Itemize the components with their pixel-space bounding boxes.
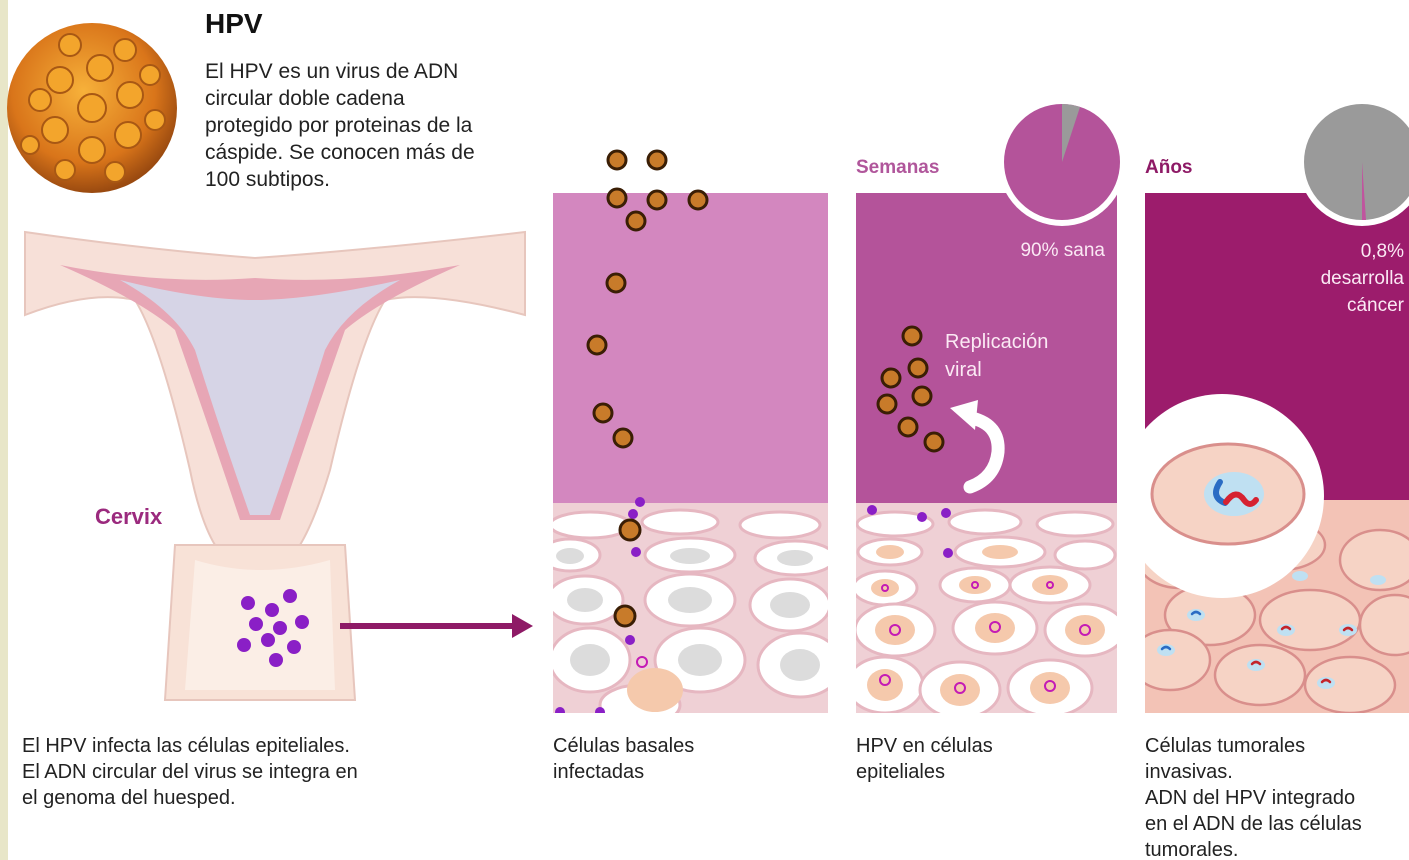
arrow-right-icon xyxy=(340,614,533,638)
cancer-percentage-label: 0,8% desarrolla cáncer xyxy=(1270,238,1404,319)
caption-tumoral: Células tumorales invasivas. ADN del HPV… xyxy=(1145,733,1409,860)
page-title: HPV xyxy=(205,8,263,40)
panel-epithelial-cells xyxy=(847,193,1125,718)
tumor-cell-zoom xyxy=(1120,394,1324,598)
cervix-label: Cervix xyxy=(95,504,162,530)
pie-healthy-icon xyxy=(998,98,1126,226)
healthy-percentage-label: 90% sana xyxy=(985,240,1105,262)
hpv-description: El HPV es un virus de ADN circular doble… xyxy=(205,58,575,193)
years-label: Años xyxy=(1145,157,1193,179)
hpv-virus-icon xyxy=(7,23,177,193)
replication-label: Replicación viral xyxy=(945,328,1048,384)
caption-infection: El HPV infecta las células epiteliales. … xyxy=(22,733,462,811)
caption-basal: Células basales infectadas xyxy=(553,733,813,785)
caption-epithelial: HPV en células epiteliales xyxy=(856,733,1116,785)
left-border xyxy=(0,0,8,860)
panel-basal-cells xyxy=(540,193,842,725)
weeks-label: Semanas xyxy=(856,157,939,179)
